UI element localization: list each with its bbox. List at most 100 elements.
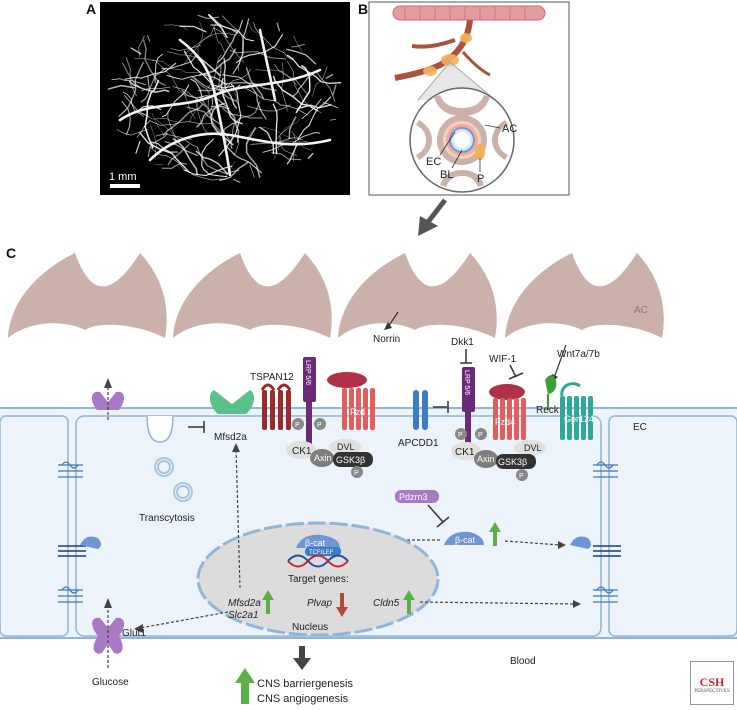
endothelial-layer bbox=[0, 407, 737, 639]
lrp56-right-label: LRP 5/6 bbox=[463, 370, 470, 395]
bcat-up-arrow bbox=[489, 522, 501, 546]
panel-a-micrograph: 1 mm bbox=[100, 2, 350, 195]
lrp56-right: LRP 5/6 bbox=[462, 367, 475, 444]
gsk3b-right: GSK3β bbox=[498, 457, 527, 467]
zoom-arrow bbox=[418, 198, 447, 236]
bcat-cyto-label: β-cat bbox=[455, 535, 476, 545]
logo-sub: PERSPECTIVES bbox=[694, 689, 730, 694]
up-arrow-cldn5 bbox=[403, 590, 415, 614]
tspan12-label: TSPAN12 bbox=[250, 372, 294, 383]
norrin-ligand bbox=[327, 372, 367, 388]
bcat-cytoplasm bbox=[444, 531, 484, 545]
panel-c-label: C bbox=[6, 245, 16, 261]
pdzrn3-label: Pdzrn3 bbox=[399, 492, 428, 502]
destruction-complex-left bbox=[286, 439, 373, 478]
down-arrow-outcome bbox=[293, 646, 311, 670]
apcdd1-label: APCDD1 bbox=[398, 438, 439, 449]
transcytosis-vesicles bbox=[154, 457, 193, 502]
phospho-2 bbox=[314, 418, 326, 430]
gene-cldn5: Cldn5 bbox=[373, 598, 400, 609]
phospho-2-label: P bbox=[317, 422, 322, 429]
reck-receptor bbox=[545, 375, 557, 410]
glut1-transporter bbox=[92, 598, 125, 668]
lrp56-left-label: LRP 5/6 bbox=[304, 360, 311, 385]
ac-label: AC bbox=[634, 305, 648, 316]
reck-label: Reck bbox=[536, 405, 560, 416]
panel-b-label: B bbox=[358, 1, 368, 17]
wif1-label: WIF-1 bbox=[489, 354, 517, 365]
gene-mfsd2a: Mfsd2a bbox=[228, 598, 261, 609]
destruction-complex-right bbox=[451, 440, 546, 481]
tcf-lef-label: TCF/LEF bbox=[309, 550, 334, 556]
mfsd2a-label: Mfsd2a bbox=[214, 432, 247, 443]
label-ec-b: EC bbox=[426, 156, 441, 168]
outcome-barrier: CNS barriergenesis bbox=[257, 678, 353, 690]
astrocyte-endfeet bbox=[8, 253, 664, 338]
phospho-6-label: P bbox=[519, 473, 524, 480]
nucleus bbox=[196, 521, 440, 637]
gene-plvap: Plvap bbox=[307, 598, 332, 609]
fzd-left bbox=[342, 388, 375, 430]
phospho-3-label: P bbox=[354, 470, 359, 477]
label-p-b: P bbox=[477, 173, 484, 185]
ck1-right: CK1 bbox=[455, 447, 475, 458]
gene-slc2a1: Slc2a1 bbox=[228, 610, 259, 621]
phospho-1-label: P bbox=[295, 422, 300, 429]
bcat-to-junction bbox=[504, 540, 561, 546]
tight-junction-right bbox=[593, 461, 621, 603]
cldn5-gene-arrow bbox=[419, 601, 576, 605]
up-arrow-outcome bbox=[235, 668, 255, 704]
bcat-left-junction bbox=[80, 536, 101, 549]
transcytosis-label: Transcytosis bbox=[139, 513, 195, 524]
panel-a-label: A bbox=[86, 1, 96, 17]
phospho-4-label: P bbox=[458, 432, 463, 439]
scale-label: 1 mm bbox=[109, 171, 137, 183]
logo-main: CSH bbox=[699, 675, 725, 689]
up-arrow-mfsd2a bbox=[262, 590, 274, 614]
phospho-5-label: P bbox=[478, 432, 483, 439]
gpr124-receptor bbox=[560, 382, 593, 440]
glut1-label: Glut1 bbox=[122, 628, 146, 639]
fzd-label: Fzd bbox=[350, 407, 365, 417]
bcat-right-junction bbox=[570, 536, 591, 549]
dkk1-label: Dkk1 bbox=[451, 337, 474, 348]
scale-bar bbox=[110, 184, 140, 188]
phospho-1 bbox=[292, 418, 304, 430]
down-arrow-plvap bbox=[336, 593, 348, 617]
lrp56-left: LRP 5/6 bbox=[303, 357, 316, 444]
mfsd2a-gene-arrow bbox=[235, 447, 241, 589]
tight-junction-left bbox=[58, 461, 86, 603]
bcat-nucleus bbox=[296, 534, 340, 548]
pdzrn3-protein bbox=[395, 490, 439, 503]
nucleus-label: Nucleus bbox=[292, 622, 328, 633]
gsk3b-left: GSK3β bbox=[336, 455, 365, 465]
bcat-nuc-label: β-cat bbox=[305, 538, 326, 548]
target-genes-label: Target genes: bbox=[288, 574, 349, 585]
gpr124-label: Gpr124 bbox=[564, 414, 594, 424]
label-ac-b: AC bbox=[502, 123, 517, 135]
csh-logo: CSH PERSPECTIVES bbox=[690, 661, 734, 705]
outcome-angio: CNS angiogenesis bbox=[257, 693, 349, 705]
transporter-left-top bbox=[91, 378, 125, 420]
fzd4-receptor bbox=[493, 398, 526, 440]
norrin-label: Norrin bbox=[373, 334, 400, 345]
axin-right: Axin bbox=[477, 454, 495, 464]
wnt-ligand bbox=[489, 384, 525, 400]
fzd4-label: Fzd4 bbox=[495, 417, 515, 427]
mfsd2a-transporter bbox=[188, 390, 255, 433]
ec-label: EC bbox=[633, 422, 647, 433]
wnt-label: Wnt7a/7b bbox=[557, 349, 600, 360]
dvl-left: DVL bbox=[337, 442, 355, 452]
panel-b-schematic: AC EC BL P bbox=[368, 1, 570, 196]
glucose-label: Glucose bbox=[92, 677, 129, 688]
dna-helix bbox=[287, 554, 349, 568]
tspan12-receptor bbox=[260, 383, 292, 430]
ck1-left: CK1 bbox=[292, 446, 312, 457]
dvl-right: DVL bbox=[524, 443, 542, 453]
blood-label: Blood bbox=[510, 656, 536, 667]
apcdd1-receptor bbox=[413, 390, 428, 430]
axin-left: Axin bbox=[314, 453, 332, 463]
label-bl-b: BL bbox=[440, 169, 453, 181]
tcf-lef bbox=[305, 547, 341, 556]
